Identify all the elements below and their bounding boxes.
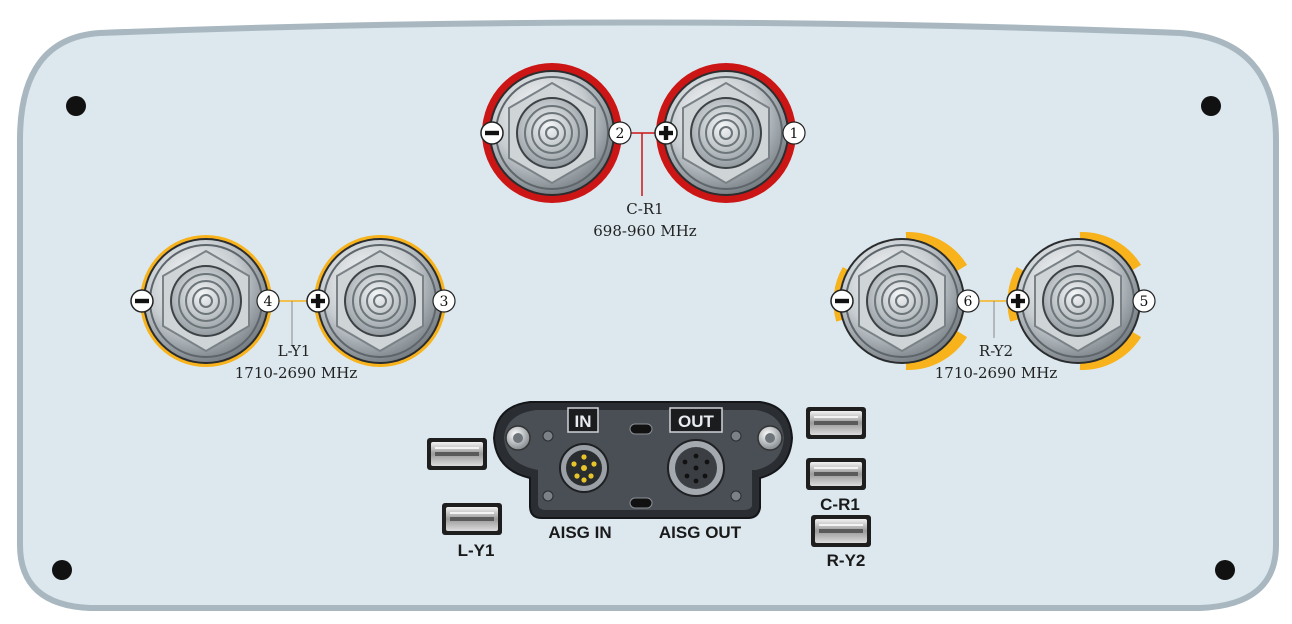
rcu-slot-c-r1[interactable]: [806, 458, 866, 490]
connector-port-4[interactable]: [142, 237, 270, 365]
connector-port-1[interactable]: [662, 69, 790, 197]
port-number-4: 4: [264, 294, 273, 310]
port-number-6: 6: [964, 294, 973, 310]
rcu-slot-right-top[interactable]: [806, 407, 866, 439]
aisg-in-label: AISG IN: [548, 523, 611, 542]
aisg-out-connector[interactable]: [667, 439, 725, 497]
band-freq-ly1: 1710-2690 MHz: [235, 364, 358, 382]
panel-outline: [17, 19, 1279, 611]
port-number-1: 1: [790, 126, 799, 142]
rcu-label-r-y2: R-Y2: [827, 551, 866, 570]
rcu-slot-left-top[interactable]: [427, 438, 487, 470]
band-label-ry2: R-Y2: [979, 342, 1013, 360]
aisg-in-tag: IN: [575, 412, 592, 431]
connector-port-6[interactable]: [838, 237, 966, 365]
connector-port-5[interactable]: [1014, 237, 1142, 365]
connector-port-3[interactable]: [316, 237, 444, 365]
mount-hole-top-right: [1201, 96, 1221, 116]
connector-group-ly1: 4 3 L-Y1 1710-2690 MHz: [130, 235, 456, 382]
port-number-5: 5: [1140, 294, 1149, 310]
aisg-out-label: AISG OUT: [659, 523, 742, 542]
mount-hole-bottom-right: [1215, 560, 1235, 580]
port-number-2: 2: [616, 126, 625, 142]
mount-hole-bottom-left: [52, 560, 72, 580]
aisg-out-tag: OUT: [678, 412, 715, 431]
band-label-ly1: L-Y1: [278, 342, 311, 360]
polarity-minus-icon: [830, 289, 854, 313]
polarity-plus-icon: [306, 289, 330, 313]
connector-port-2[interactable]: [488, 69, 616, 197]
polarity-plus-icon: [654, 121, 678, 145]
polarity-minus-icon: [130, 289, 154, 313]
rcu-label-c-r1: C-R1: [820, 495, 860, 514]
aisg-plate: IN OUT: [492, 401, 794, 519]
rcu-label-l-y1: L-Y1: [458, 541, 495, 560]
band-freq-ry2: 1710-2690 MHz: [935, 364, 1058, 382]
band-freq-cr1: 698-960 MHz: [593, 222, 697, 240]
port-number-3: 3: [440, 294, 449, 310]
connector-group-ry2: 6 5 R-Y2 1710-2690 MHz: [830, 232, 1156, 382]
band-label-cr1: C-R1: [626, 200, 663, 218]
rcu-slot-r-y2[interactable]: [811, 515, 871, 547]
polarity-minus-icon: [480, 121, 504, 145]
rcu-slot-l-y1[interactable]: [442, 503, 502, 535]
aisg-in-connector[interactable]: [559, 443, 609, 493]
connector-group-cr1: 2 1 C-R1 698-960 MHz: [480, 63, 806, 240]
mount-hole-top-left: [66, 96, 86, 116]
polarity-plus-icon: [1006, 289, 1030, 313]
